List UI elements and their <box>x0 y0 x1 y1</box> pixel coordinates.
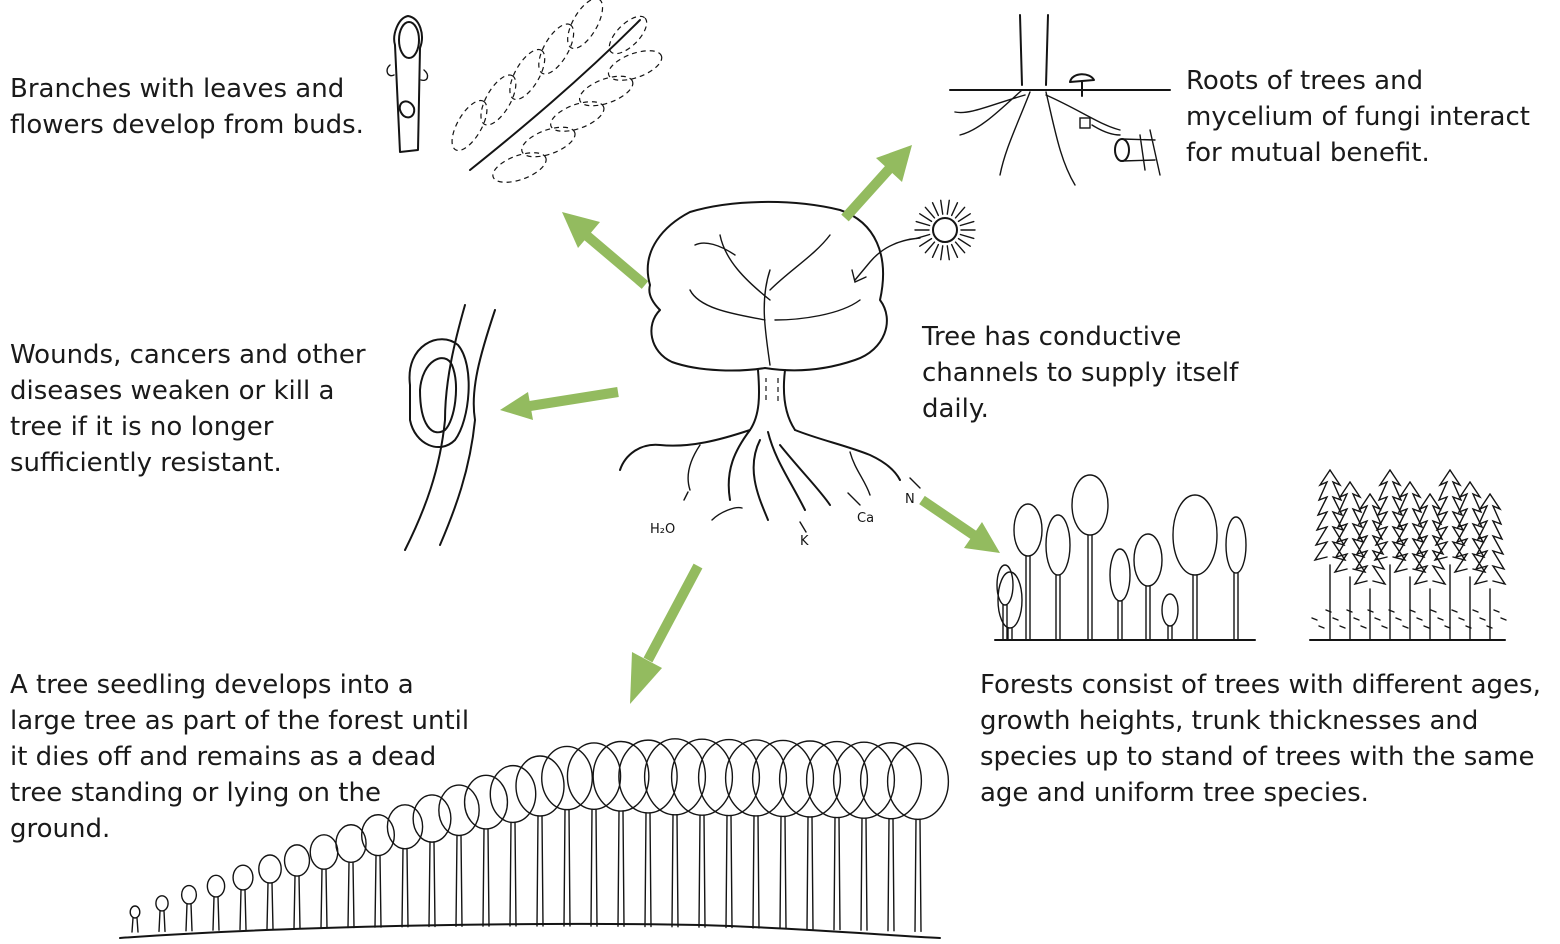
pinnate-leaf-illustration <box>451 0 663 183</box>
caption-seedling: A tree seedling develops into a large tr… <box>10 670 470 844</box>
arrow-to-seedling <box>630 563 703 704</box>
sun-icon <box>851 199 976 283</box>
central-tree-illustration: H₂O K Ca N <box>619 200 921 549</box>
label-potassium: K <box>800 534 809 549</box>
wounded-trunk-illustration <box>404 304 496 551</box>
caption-buds: Branches with leaves and flowers develop… <box>10 74 364 140</box>
caption-conductive: Tree has conductive channels to supply i… <box>922 322 1239 424</box>
roots-mycelium-illustration <box>949 14 1171 186</box>
conifer-stand-illustration <box>1309 469 1507 641</box>
arrow-to-roots <box>841 145 912 222</box>
arrow-to-buds <box>562 212 649 289</box>
caption-wounds: Wounds, cancers and other diseases weake… <box>10 340 366 478</box>
caption-roots: Roots of trees and mycelium of fungi int… <box>1186 66 1530 168</box>
forest-succession-illustration <box>119 738 950 939</box>
label-calcium: Ca <box>857 511 874 526</box>
label-nitrogen: N <box>905 492 915 507</box>
bud-twig-illustration <box>386 15 429 153</box>
arrow-to-forests <box>919 495 1000 553</box>
mixed-forest-illustration <box>994 474 1256 641</box>
caption-forests: Forests consist of trees with different … <box>980 670 1541 808</box>
arrow-to-wounds <box>500 387 619 420</box>
label-water: H₂O <box>650 522 675 537</box>
